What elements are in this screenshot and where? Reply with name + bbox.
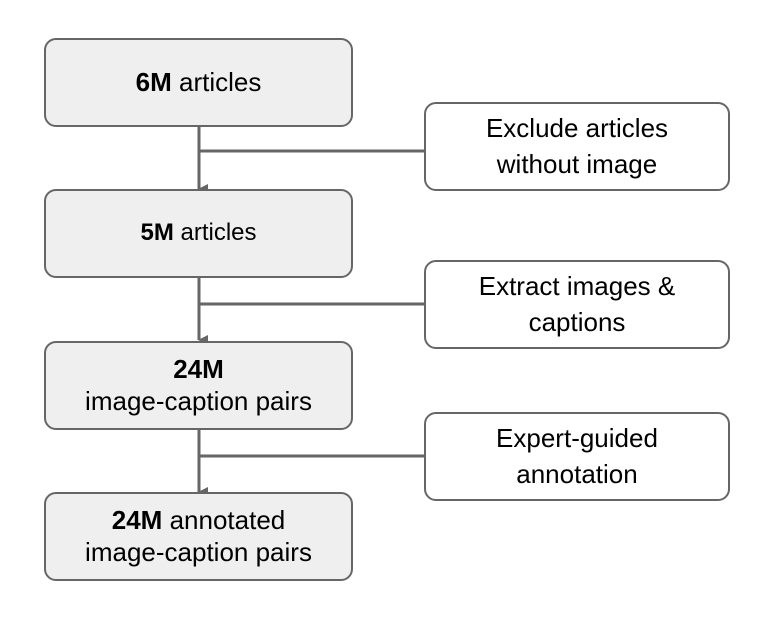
stage-count: 6M <box>135 66 172 97</box>
stage-count: 24M <box>173 354 224 385</box>
stage-label-line2: image-caption pairs <box>85 536 312 567</box>
step-label-line1: Extract images & <box>478 271 676 302</box>
step-exclude-articles: Exclude articles without image <box>424 102 730 191</box>
stage-5m-articles: 5M articles <box>44 189 353 278</box>
stage-24m-annotated-pairs: 24M annotated image-caption pairs <box>44 492 353 581</box>
stage-label: articles <box>173 219 257 247</box>
stage-24m-pairs: 24M image-caption pairs <box>44 341 353 430</box>
step-label-line2: without image <box>496 148 658 179</box>
stage-count: 5M <box>140 219 174 247</box>
step-extract-images: Extract images & captions <box>424 260 730 349</box>
step-label-line2: captions <box>528 306 626 337</box>
stage-label-line2: image-caption pairs <box>85 385 312 416</box>
stage-label: articles <box>171 66 262 97</box>
stage-count: 24M <box>111 505 163 536</box>
stage-label: annotated <box>162 505 286 536</box>
step-label-line1: Expert-guided <box>496 423 658 454</box>
step-expert-annotation: Expert-guided annotation <box>424 412 730 501</box>
step-label-line1: Exclude articles <box>485 113 669 144</box>
stage-6m-articles: 6M articles <box>44 38 353 127</box>
step-label-line2: annotation <box>516 458 638 489</box>
